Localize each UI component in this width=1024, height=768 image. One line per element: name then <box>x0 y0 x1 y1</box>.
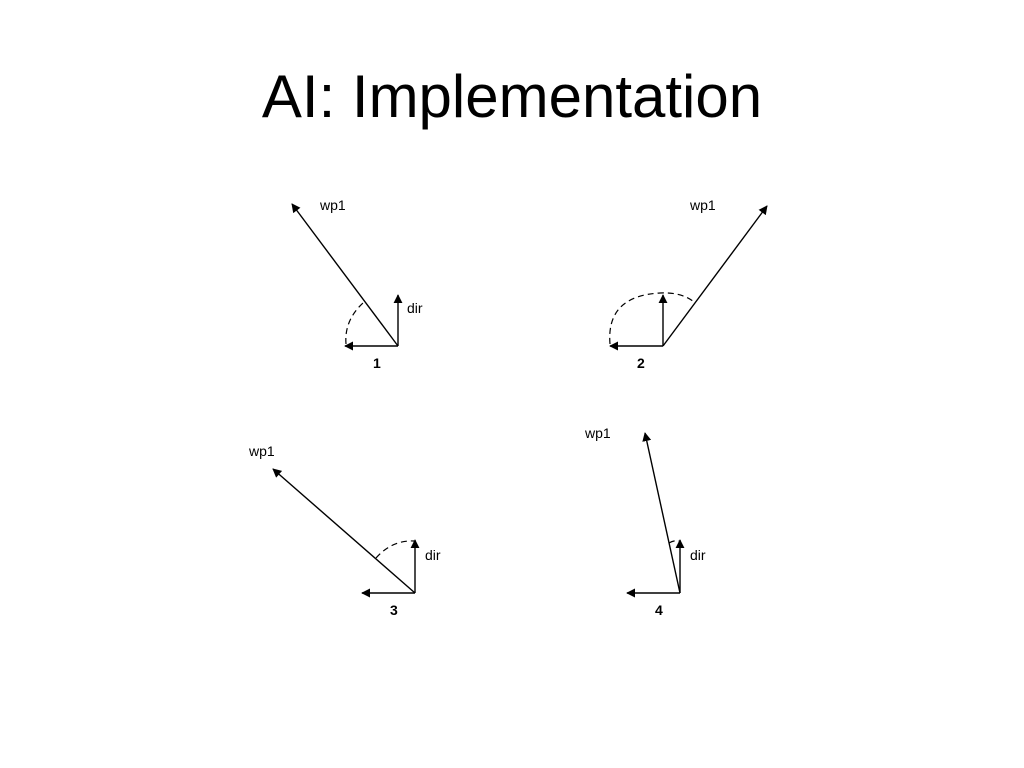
angle-arc <box>609 292 695 345</box>
wp1-vector <box>642 432 681 594</box>
dir-label: dir <box>407 300 423 316</box>
dir-label: dir <box>690 547 706 563</box>
diagram-3: wp1 dir 3 <box>248 443 441 618</box>
diagram-4: wp1 dir 4 <box>584 425 706 618</box>
diagram-1: wp1 dir 1 <box>291 197 423 371</box>
angle-arc <box>668 540 680 544</box>
diagram-number: 4 <box>655 602 663 618</box>
wp1-label: wp1 <box>584 425 611 441</box>
diagram-2: wp1 2 <box>609 197 768 371</box>
slide-title: AI: Implementation <box>261 63 763 130</box>
diagram-number: 1 <box>373 355 381 371</box>
angle-arc <box>375 540 415 559</box>
diagram-number: 2 <box>637 355 645 371</box>
diagram-number: 3 <box>390 602 398 618</box>
wp1-vector <box>291 203 399 347</box>
wp1-vector <box>662 205 768 347</box>
wp1-label: wp1 <box>319 197 346 213</box>
wp1-label: wp1 <box>248 443 275 459</box>
dir-label: dir <box>425 547 441 563</box>
wp1-vector <box>272 468 416 594</box>
wp1-label: wp1 <box>689 197 716 213</box>
angle-arc <box>345 301 365 345</box>
